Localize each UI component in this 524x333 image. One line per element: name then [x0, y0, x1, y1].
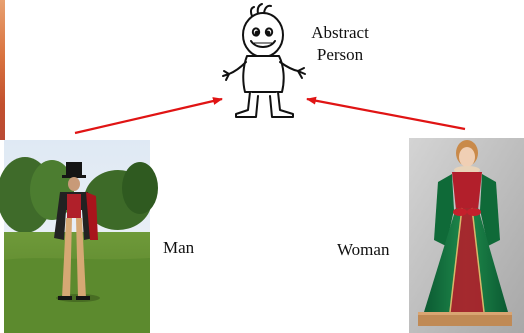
arrow-woman-to-abstract	[307, 99, 465, 129]
man-photo	[0, 140, 158, 333]
abstract-label-line2: Person	[300, 44, 380, 66]
abstract-person-cartoon	[223, 4, 305, 117]
abstract-label-line1: Abstract	[300, 22, 380, 44]
man-label: Man	[163, 237, 194, 259]
abstract-person-label: Abstract Person	[300, 22, 380, 66]
arrow-man-to-abstract	[75, 99, 222, 133]
woman-label: Woman	[337, 239, 389, 261]
woman-photo	[409, 138, 524, 333]
